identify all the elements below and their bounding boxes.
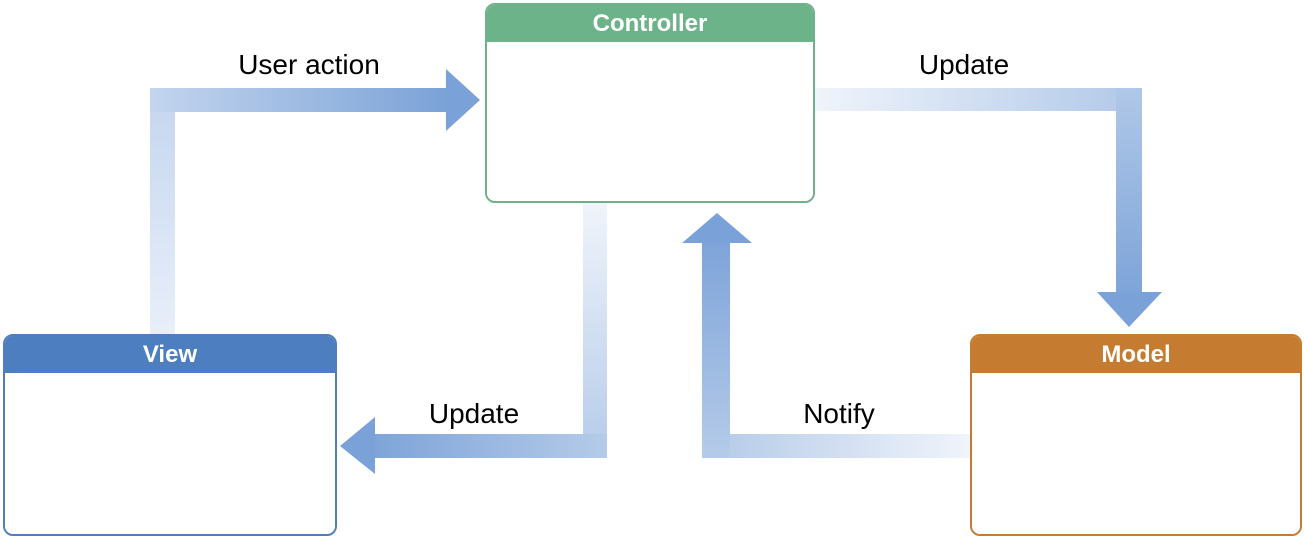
- arrow-label-user-action: User action: [238, 49, 380, 80]
- node-view: View: [3, 334, 337, 536]
- node-model-body: [972, 373, 1300, 534]
- arrow-notify: [682, 213, 970, 458]
- arrowhead-down-icon: [1097, 292, 1162, 327]
- arrow-user-action: [150, 69, 480, 335]
- arrow-update-model: [815, 88, 1162, 327]
- node-controller-body: [487, 42, 813, 201]
- node-model: Model: [970, 334, 1302, 536]
- arrow-update-view: [340, 203, 607, 474]
- node-view-body: [5, 373, 335, 534]
- arrow-label-update-view: Update: [428, 398, 520, 429]
- arrowhead-up-icon: [682, 213, 752, 243]
- node-view-title: View: [5, 336, 335, 373]
- node-controller-title: Controller: [487, 5, 813, 42]
- node-model-title: Model: [972, 336, 1300, 373]
- node-controller: Controller: [485, 3, 815, 203]
- arrow-label-update-model: Update: [918, 49, 1010, 80]
- arrow-label-notify: Notify: [803, 398, 875, 429]
- arrowhead-right-icon: [446, 69, 480, 131]
- arrowhead-left-icon: [340, 417, 375, 474]
